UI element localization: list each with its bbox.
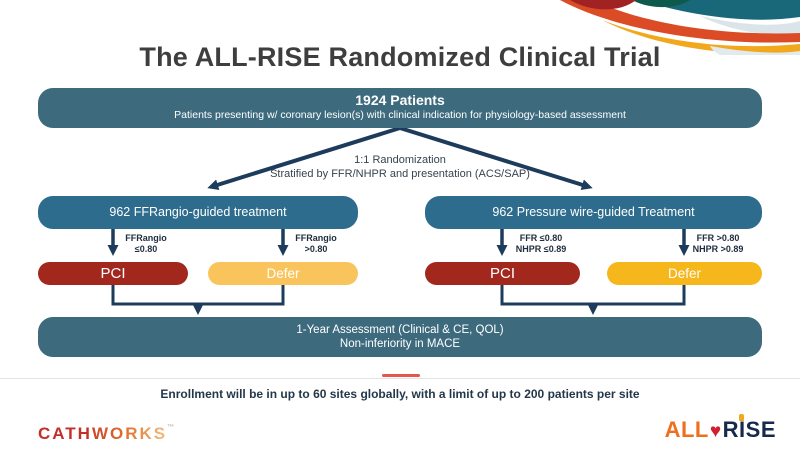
randomization-line1: 1:1 Randomization xyxy=(354,154,446,166)
left-pci-condition: FFRangio ≤0.80 xyxy=(125,233,167,254)
slide-title: The ALL-RISE Randomized Clinical Trial xyxy=(139,42,661,72)
outcome-box: 1-Year Assessment (Clinical & CE, QOL) N… xyxy=(38,317,762,357)
heart-icon: ♥ xyxy=(709,421,722,442)
rise-i-accent xyxy=(738,414,744,421)
randomization-note: 1:1 Randomization Stratified by FFR/NHPR… xyxy=(0,153,800,181)
enrollment-note: Enrollment will be in up to 60 sites glo… xyxy=(160,387,640,401)
right-defer-box: Defer xyxy=(607,262,762,285)
randomization-line2: Stratified by FFR/NHPR and presentation … xyxy=(270,168,530,180)
trademark-mark: ™ xyxy=(167,424,175,431)
allrise-logo-rise: RISE xyxy=(723,414,776,443)
allrise-logo-all: ALL xyxy=(664,417,709,442)
right-pci-condition: FFR ≤0.80 NHPR ≤0.89 xyxy=(515,233,567,254)
left-pci-box: PCI xyxy=(38,262,188,285)
right-pci-box: PCI xyxy=(425,262,580,285)
allrise-logo: ALL♥RISE xyxy=(664,414,776,443)
pressure-wire-arm-box: 962 Pressure wire-guided Treatment xyxy=(425,196,762,229)
patients-description: Patients presenting w/ coronary lesion(s… xyxy=(174,109,626,121)
right-defer-condition: FFR >0.80 NHPR >0.89 xyxy=(692,233,744,254)
cathworks-logo-cath: CATH xyxy=(38,424,92,443)
patients-count: 1924 Patients xyxy=(355,92,445,108)
footer-divider-line xyxy=(0,378,800,379)
outcome-line2: Non-inferiority in MACE xyxy=(339,338,461,350)
red-accent-divider xyxy=(382,374,420,377)
left-defer-condition: FFRangio >0.80 xyxy=(295,233,337,254)
outcome-line1: 1-Year Assessment (Clinical & CE, QOL) xyxy=(296,324,504,336)
left-defer-box: Defer xyxy=(208,262,358,285)
cathworks-logo-works: WORKS xyxy=(91,424,168,443)
cathworks-logo: CATHWORKS™ xyxy=(38,424,174,444)
patients-box: 1924 Patients Patients presenting w/ cor… xyxy=(38,88,762,128)
ffrangio-arm-box: 962 FFRangio-guided treatment xyxy=(38,196,358,229)
